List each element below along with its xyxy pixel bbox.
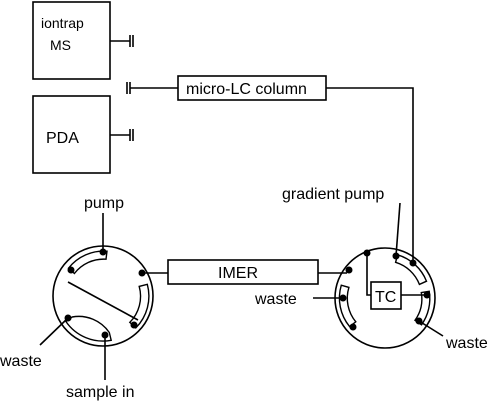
right-valve-port	[409, 259, 417, 267]
micro-lc-column-assembly: micro-LC column	[126, 75, 414, 263]
right-valve-port	[345, 266, 353, 274]
pda-label: PDA	[46, 130, 79, 147]
left-valve-groove-bottom	[64, 315, 113, 342]
pump-label: pump	[84, 195, 124, 212]
left-valve	[39, 213, 168, 380]
imer-label: IMER	[218, 265, 258, 282]
left-valve-rotor-line	[67, 281, 139, 321]
right-valve: TC	[313, 202, 444, 349]
waste-label-left: waste	[0, 353, 42, 370]
micro-lc-column-label: micro-LC column	[186, 81, 307, 98]
column-outlet-line	[326, 87, 414, 263]
iontrap-label-line2: MS	[50, 37, 71, 53]
sample-in-label: sample in	[66, 384, 134, 401]
gradient-pump-label: gradient pump	[282, 186, 384, 203]
left-valve-port	[67, 266, 75, 274]
imer-reactor	[167, 259, 319, 285]
micro-lc-column	[177, 75, 327, 101]
right-valve-groove-top	[394, 253, 428, 286]
waste-label-right-outer: waste	[445, 335, 488, 352]
pda-box: PDA	[32, 95, 134, 174]
waste-label-right-inner: waste	[254, 291, 297, 308]
right-valve-groove-left	[338, 284, 357, 328]
iontrap-label-line1: iontrap	[41, 15, 84, 31]
right-valve-port	[349, 323, 357, 331]
left-valve-groove-top	[67, 250, 108, 275]
tc-label: TC	[375, 289, 396, 306]
left-valve-port	[130, 321, 138, 329]
iontrap-ms-box: iontrap MS	[32, 1, 134, 80]
